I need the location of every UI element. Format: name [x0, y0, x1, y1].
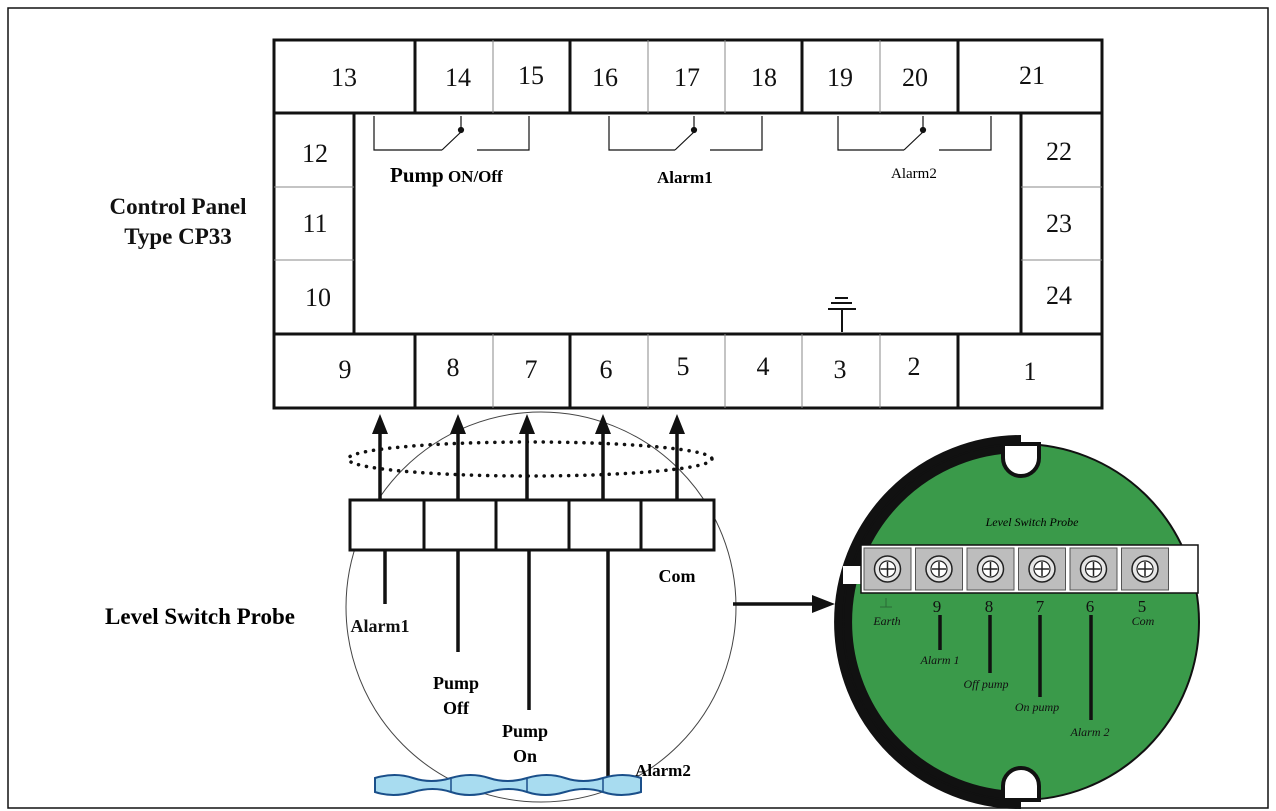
control-panel: 13 14 15 16 17 18 19 20 21 9 8 7 6 5 4 3…: [272, 38, 1104, 410]
terminal-16: 16: [592, 63, 618, 92]
relay-contact-icon: [608, 116, 763, 151]
terminal-3: 3: [834, 355, 847, 384]
board-wire-label-alarm1: Alarm 1: [920, 653, 960, 667]
board-notch-top: [1001, 442, 1041, 478]
earth-ground-icon: [828, 297, 856, 332]
terminal-23: 23: [1046, 209, 1072, 238]
probe-label-alarm2: Alarm2: [635, 761, 691, 780]
board-terminal-9: 9: [933, 597, 942, 616]
terminal-14: 14: [445, 63, 471, 92]
terminal-22: 22: [1046, 137, 1072, 166]
terminal-6: 6: [600, 355, 613, 384]
terminal-7: 7: [525, 355, 538, 384]
screw-terminal-icon: [1069, 547, 1118, 591]
board-caption-com: Com: [1132, 614, 1155, 628]
probe-outline: [345, 411, 737, 803]
probe-label-pump-off-2: Off: [443, 698, 470, 718]
terminal-1: 1: [1024, 357, 1037, 386]
screw-terminal-icon: [1121, 547, 1169, 591]
control-panel-outline: [272, 38, 1104, 410]
board-face: [843, 444, 1199, 800]
terminal-12: 12: [302, 139, 328, 168]
relay-label-alarm2: Alarm2: [891, 166, 937, 182]
screw-terminal-icon: [966, 547, 1015, 591]
screw-terminal-icon: [915, 547, 963, 591]
board-notch-bottom: [1001, 766, 1041, 802]
terminal-screws: [863, 547, 1169, 591]
probe-title: Level Switch Probe: [105, 604, 295, 629]
board-wire-label-off-pump: Off pump: [964, 677, 1009, 691]
page-frame: [7, 7, 1269, 809]
probe-label-alarm1: Alarm1: [351, 616, 410, 636]
terminal-21: 21: [1019, 61, 1045, 90]
terminal-5: 5: [677, 352, 690, 381]
control-panel-label-line2: Type CP33: [124, 224, 232, 249]
terminal-2: 2: [908, 352, 921, 381]
probe-diagram: Alarm1 Pump Off Pump On Alarm2 Com: [345, 411, 737, 803]
terminal-15: 15: [518, 61, 544, 90]
control-panel-label-line1: Control Panel: [110, 194, 247, 219]
relay-label-pump: Pump ON/Off: [390, 163, 503, 187]
arrow-right-icon: [733, 595, 835, 613]
terminal-9: 9: [339, 355, 352, 384]
terminal-13: 13: [331, 63, 357, 92]
probe-terminal-block: [348, 498, 716, 552]
board-terminal-7: 7: [1036, 597, 1045, 616]
terminal-20: 20: [902, 63, 928, 92]
terminal-18: 18: [751, 63, 777, 92]
earth-ground-icon: [880, 598, 892, 608]
probe-label-pump-off-1: Pump: [433, 673, 479, 693]
probe-label-com: Com: [659, 566, 696, 586]
cable-bundle: [346, 440, 714, 478]
terminal-4: 4: [757, 352, 770, 381]
terminal-board: Level Switch Probe 9 8 7 6 5 Earth Com A…: [834, 435, 1200, 809]
board-wires: [938, 615, 1093, 720]
board-wire-label-on-pump: On pump: [1015, 700, 1059, 714]
terminal-24: 24: [1046, 281, 1072, 310]
board-title: Level Switch Probe: [985, 515, 1080, 529]
probe-label-pump-on-1: Pump: [502, 721, 548, 741]
screw-terminal-icon: [863, 547, 912, 591]
board-terminal-5: 5: [1138, 597, 1147, 616]
board-caption-earth: Earth: [872, 614, 900, 628]
probe-wires: [383, 550, 610, 793]
wire-arrows: [372, 414, 685, 500]
terminal-17: 17: [674, 63, 700, 92]
relay-contact-icon: [837, 116, 992, 151]
relay-label-alarm1: Alarm1: [657, 168, 713, 187]
board-terminal-8: 8: [985, 597, 994, 616]
relay-contact-icon: [373, 116, 530, 151]
screw-terminal-icon: [1018, 547, 1066, 591]
terminal-11: 11: [302, 209, 327, 238]
terminal-19: 19: [827, 63, 853, 92]
terminal-10: 10: [305, 283, 331, 312]
terminal-8: 8: [447, 353, 460, 382]
board-terminal-6: 6: [1086, 597, 1095, 616]
probe-label-pump-on-2: On: [513, 746, 537, 766]
board-wire-label-alarm2: Alarm 2: [1070, 725, 1110, 739]
water-surface: [374, 774, 642, 796]
board-slot: [843, 566, 861, 584]
